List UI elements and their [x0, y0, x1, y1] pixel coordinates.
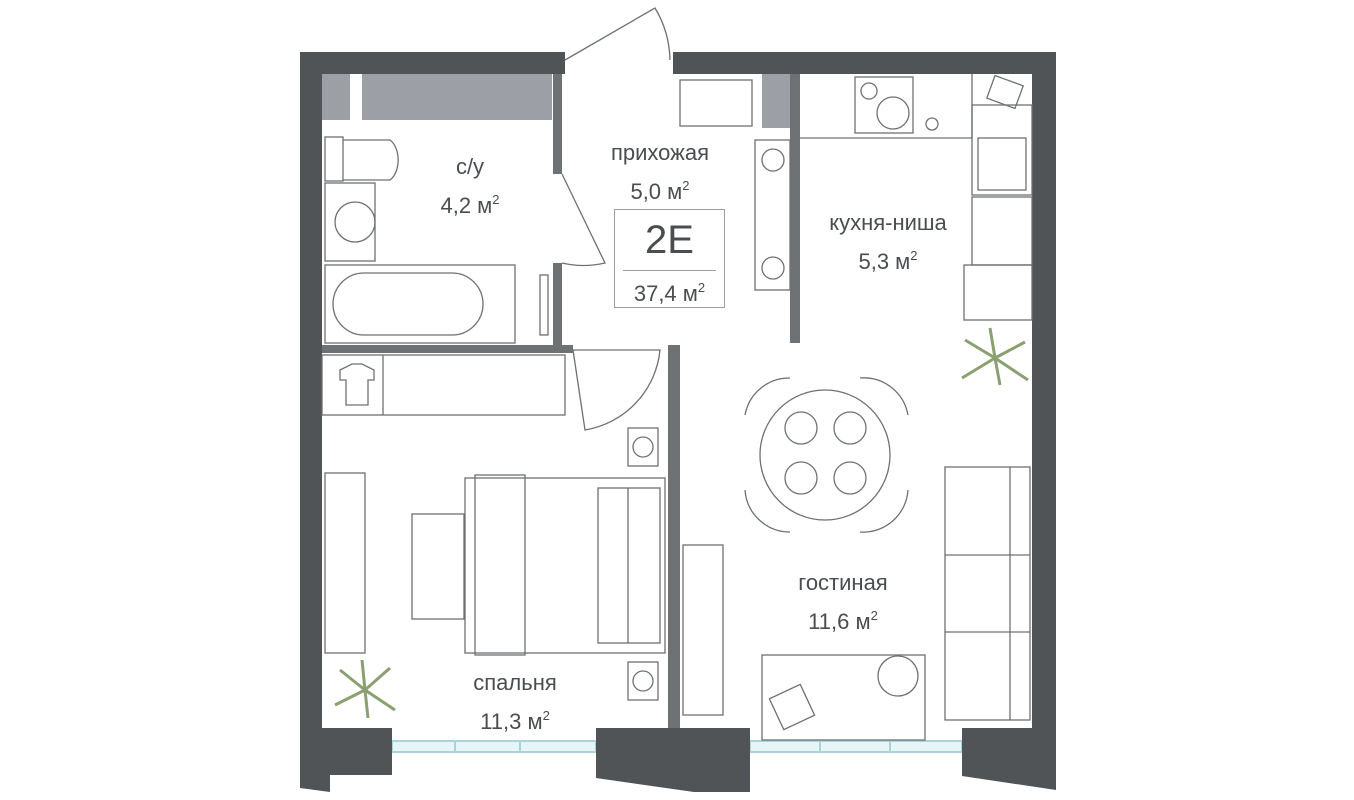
bedroom-rug: [411, 513, 465, 620]
kitchen-fixtures: [800, 74, 1033, 321]
coffee-table: [761, 654, 926, 741]
apartment-code: 2E: [645, 218, 694, 262]
bed: [464, 427, 666, 701]
bedroom-dresser: [324, 472, 366, 654]
tv-unit: [682, 544, 724, 716]
bathroom-fixtures: [324, 136, 549, 344]
wardrobe: [321, 354, 566, 416]
hallway-rug: [679, 79, 753, 127]
divider: [623, 270, 716, 271]
apartment-info-box: 2E 37,4 м2: [614, 209, 725, 308]
dining-table: [744, 377, 909, 533]
partitions: [322, 74, 800, 728]
hallway-cabinet: [754, 139, 791, 291]
plant-icon: [334, 327, 1029, 719]
room-label-bathroom: с/у 4,2 м2: [440, 154, 500, 218]
room-label-hallway: прихожая 5,0 м2: [610, 140, 710, 204]
doors: [561, 7, 671, 431]
room-label-bedroom: спальня 11,3 м2: [473, 670, 557, 734]
sofa: [944, 466, 1031, 721]
room-label-living: гостиная 11,6 м2: [798, 570, 888, 634]
niches: [322, 74, 790, 128]
apartment-total-area: 37,4 м2: [633, 280, 706, 306]
room-label-kitchen: кухня-ниша 5,3 м2: [829, 210, 947, 274]
